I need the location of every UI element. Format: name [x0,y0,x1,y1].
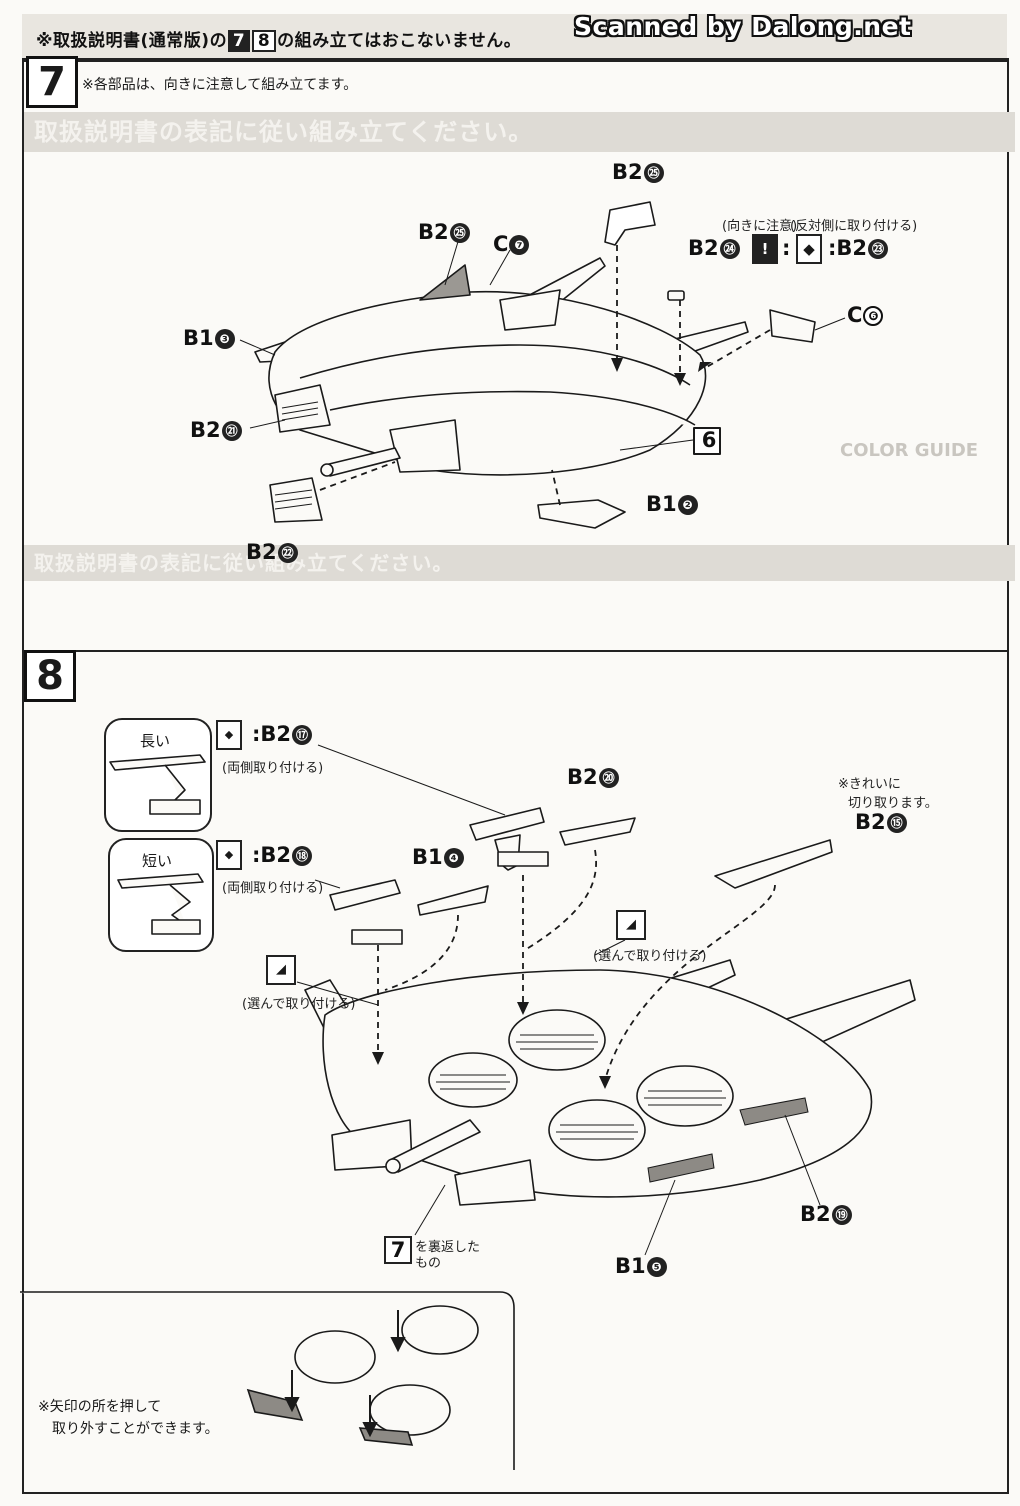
step-7-number: 7 [26,56,78,108]
caution-icon: ! [752,234,778,264]
notice-step-b: 8 [252,30,277,52]
step-8-number: 8 [24,650,76,702]
short-label: 短い [142,852,173,870]
notice-step-a: 7 [228,30,251,52]
colon-separator: : [782,236,791,260]
ref-step-6-box: 6 [701,428,717,452]
detach-note-1: ※矢印の所を押して [38,1399,162,1415]
color-guide-bleed: COLOR GUIDE [840,440,979,461]
ref-step-7-box: 7 [384,1236,412,1264]
step-8-ship-diagram [20,744,916,1470]
long-label: 長い [140,732,171,750]
step-8-frame [22,650,1009,1494]
opposite-side-note: (反対側に取り付ける) [790,219,918,234]
both-sides-note-b: (両側取り付ける) [222,881,324,896]
bleed-band-1: 取扱説明書の表記に従い組み立てください。 [24,112,1015,152]
notice-suffix: の組み立てはおこないません。 [277,31,522,51]
watermark: Scanned by Dalong.net [574,12,912,41]
both-sides-icon-17: ◆ [216,720,242,750]
choose-note-a: (選んで取り付ける) [593,949,707,964]
bleed-band-2: 取扱説明書の表記に従い組み立てください。 [24,545,1015,581]
ref-text-1: を裏返した [415,1240,481,1255]
detach-note-2: 取り外すことができます。 [52,1421,219,1437]
clean-cut-note-1: ※きれいに [838,777,901,792]
step-7-ship-diagram [239,201,846,529]
choose-icon-a: ◢ [616,910,646,940]
choose-icon-b: ◢ [266,955,296,985]
ref-text-2: もの [415,1256,442,1271]
clean-cut-note-2: 切り取ります。 [848,796,938,811]
notice-prefix: ※取扱説明書(通常版)の [36,31,228,51]
step-7-instruction: ※各部品は、向きに注意して組み立てます。 [82,77,358,93]
both-sides-icon-18: ◆ [216,840,242,870]
header-bar [22,14,1007,62]
mirror-icon: ◆ [796,234,822,264]
choose-note-b: (選んで取り付ける) [242,997,356,1012]
both-sides-note-a: (両側取り付ける) [222,761,324,776]
orientation-note: (向きに注意) [722,219,798,234]
